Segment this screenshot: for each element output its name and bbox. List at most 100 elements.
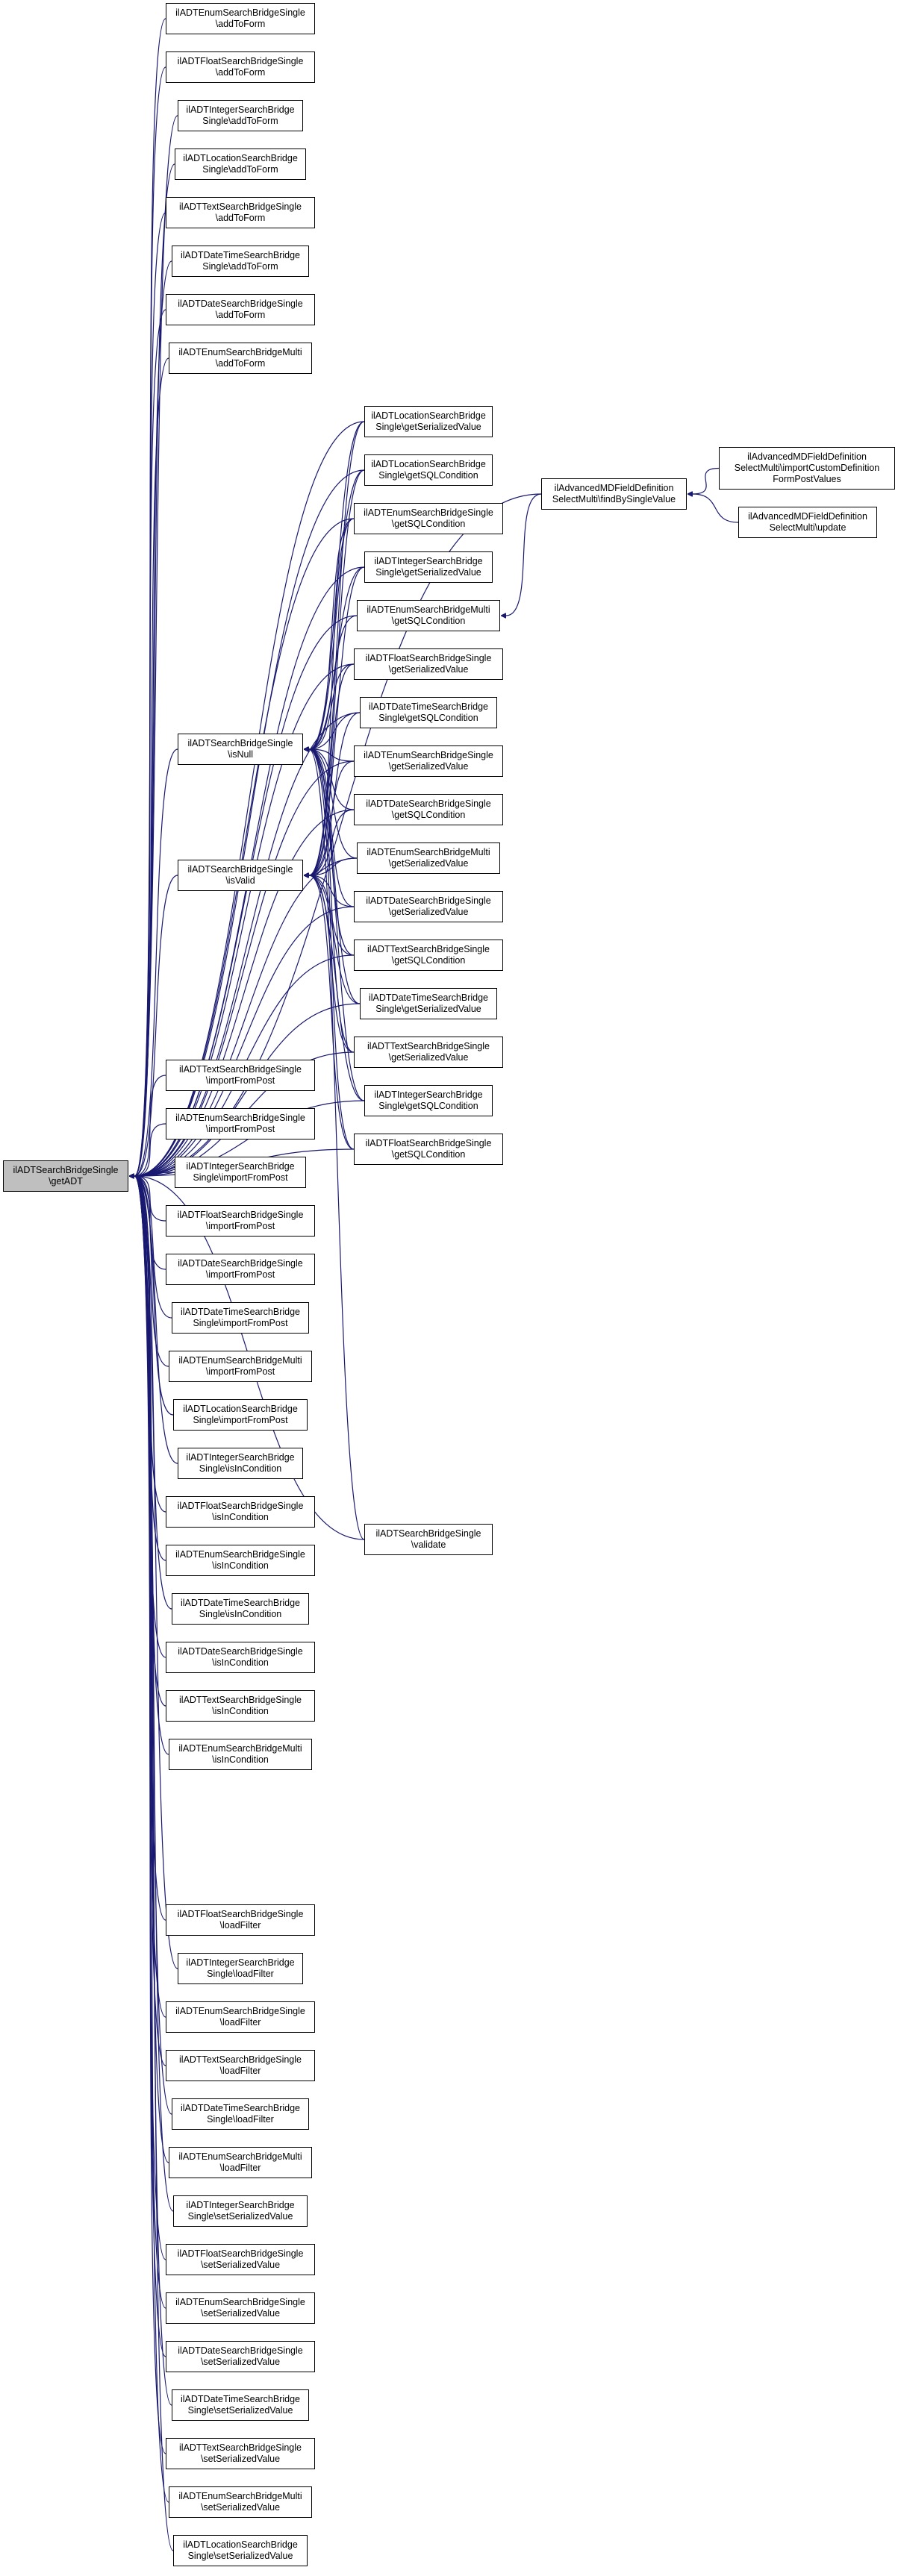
node-setser-location[interactable]: ilADTLocationSearchBridge Single\setSeri… <box>173 2535 308 2566</box>
node-line: \getADT <box>49 1176 83 1187</box>
edge-getsql_enum_multi-findbysinglevalue <box>506 493 542 616</box>
node-isin-date[interactable]: ilADTDateSearchBridgeSingle \isInConditi… <box>166 1642 315 1673</box>
node-getser-enum-multi[interactable]: ilADTEnumSearchBridgeMulti \getSerialize… <box>357 842 500 874</box>
node-getadt[interactable]: ilADTSearchBridgeSingle \getADT <box>3 1160 128 1192</box>
node-findbysinglevalue[interactable]: ilAdvancedMDFieldDefinition SelectMulti\… <box>541 478 687 510</box>
node-addtoform-enum-multi[interactable]: ilADTEnumSearchBridgeMulti \addToForm <box>169 343 312 374</box>
node-import-integer[interactable]: ilADTIntegerSearchBridge Single\importFr… <box>175 1157 306 1188</box>
node-line: ilADTIntegerSearchBridge <box>186 1452 295 1463</box>
node-getsql-enum-multi[interactable]: ilADTEnumSearchBridgeMulti \getSQLCondit… <box>357 600 500 631</box>
edge-isvalid-getsql_float <box>309 875 355 1150</box>
node-line: ilADTIntegerSearchBridge <box>186 1957 295 1968</box>
node-line: Single\setSerializedValue <box>187 2551 293 2561</box>
edge-findbysinglevalue-importcustom <box>693 467 720 495</box>
node-addtoform-location[interactable]: ilADTLocationSearchBridge Single\addToFo… <box>175 149 306 180</box>
node-line: ilADTFloatSearchBridgeSingle <box>177 1909 304 1919</box>
node-line: ilADTDateTimeSearchBridge <box>180 1598 300 1608</box>
node-line: Single\addToForm <box>202 261 278 272</box>
node-line: \addToForm <box>215 310 266 320</box>
node-addtoform-integer[interactable]: ilADTIntegerSearchBridge Single\addToFor… <box>178 100 303 131</box>
node-import-enum-multi[interactable]: ilADTEnumSearchBridgeMulti \importFromPo… <box>169 1351 312 1382</box>
node-importcustom[interactable]: ilAdvancedMDFieldDefinition SelectMulti\… <box>719 447 895 490</box>
node-setser-float[interactable]: ilADTFloatSearchBridgeSingle \setSeriali… <box>166 2244 315 2275</box>
node-line: ilADTTextSearchBridgeSingle <box>367 1041 490 1051</box>
node-load-text[interactable]: ilADTTextSearchBridgeSingle \loadFilter <box>166 2050 315 2081</box>
node-getser-integer[interactable]: ilADTIntegerSearchBridge Single\getSeria… <box>364 551 493 583</box>
node-addtoform-datetime[interactable]: ilADTDateTimeSearchBridge Single\addToFo… <box>172 246 309 277</box>
node-line: \addToForm <box>215 213 266 223</box>
node-validate[interactable]: ilADTSearchBridgeSingle \validate <box>364 1524 493 1555</box>
node-addtoform-text[interactable]: ilADTTextSearchBridgeSingle \addToForm <box>166 197 315 228</box>
node-import-float[interactable]: ilADTFloatSearchBridgeSingle \importFrom… <box>166 1205 315 1237</box>
node-setser-text[interactable]: ilADTTextSearchBridgeSingle \setSerializ… <box>166 2438 315 2469</box>
edge-isnull-getser_date <box>309 749 355 907</box>
node-line: ilADTDateSearchBridgeSingle <box>178 1258 303 1269</box>
node-line: Single\getSQLCondition <box>378 713 478 723</box>
node-setser-integer[interactable]: ilADTIntegerSearchBridge Single\setSeria… <box>173 2195 308 2227</box>
node-line: ilADTDateTimeSearchBridge <box>180 1307 300 1317</box>
node-setser-date[interactable]: ilADTDateSearchBridgeSingle \setSerializ… <box>166 2341 315 2372</box>
node-addtoform-enum-single[interactable]: ilADTEnumSearchBridgeSingle \addToForm <box>166 3 315 34</box>
edge-isnull-getsql_text <box>309 749 355 956</box>
node-getser-datetime[interactable]: ilADTDateTimeSearchBridge Single\getSeri… <box>360 988 497 1019</box>
node-line: \addToForm <box>215 67 266 78</box>
node-line: ilADTLocationSearchBridge <box>371 459 486 469</box>
edge-getadt-import_integer <box>134 1172 175 1176</box>
node-line: \getSerializedValue <box>388 761 469 772</box>
node-line: ilADTLocationSearchBridge <box>183 153 298 163</box>
node-line: Single\getSerializedValue <box>375 422 481 432</box>
node-import-date[interactable]: ilADTDateSearchBridgeSingle \importFromP… <box>166 1254 315 1285</box>
node-getsql-date[interactable]: ilADTDateSearchBridgeSingle \getSQLCondi… <box>354 794 503 825</box>
node-getser-text[interactable]: ilADTTextSearchBridgeSingle \getSerializ… <box>354 1037 503 1068</box>
node-line: \loadFilter <box>219 2066 261 2076</box>
node-line: \validate <box>411 1539 446 1550</box>
node-load-float[interactable]: ilADTFloatSearchBridgeSingle \loadFilter <box>166 1904 315 1936</box>
node-getser-date[interactable]: ilADTDateSearchBridgeSingle \getSerializ… <box>354 891 503 922</box>
node-import-enum-single[interactable]: ilADTEnumSearchBridgeSingle \importFromP… <box>166 1108 315 1139</box>
edge-isnull-getser_datetime <box>309 749 361 1004</box>
node-load-datetime[interactable]: ilADTDateTimeSearchBridge Single\loadFil… <box>172 2098 309 2130</box>
node-line: ilADTDateSearchBridgeSingle <box>178 298 303 309</box>
node-getser-location[interactable]: ilADTLocationSearchBridge Single\getSeri… <box>364 406 493 437</box>
node-line: \loadFilter <box>219 2017 261 2028</box>
node-line: ilADTFloatSearchBridgeSingle <box>365 1138 492 1148</box>
node-addtoform-float[interactable]: ilADTFloatSearchBridgeSingle \addToForm <box>166 51 315 83</box>
node-getser-float[interactable]: ilADTFloatSearchBridgeSingle \getSeriali… <box>354 648 503 680</box>
node-getsql-integer[interactable]: ilADTIntegerSearchBridge Single\getSQLCo… <box>364 1085 493 1116</box>
node-line: \importFromPost <box>205 1221 275 1231</box>
node-isin-datetime[interactable]: ilADTDateTimeSearchBridge Single\isInCon… <box>172 1593 309 1625</box>
node-update[interactable]: ilAdvancedMDFieldDefinition SelectMulti\… <box>738 507 877 538</box>
edge-isvalid-getser_datetime <box>309 875 361 1004</box>
node-isin-enum-single[interactable]: ilADTEnumSearchBridgeSingle \isInConditi… <box>166 1545 315 1576</box>
node-setser-enum-single[interactable]: ilADTEnumSearchBridgeSingle \setSerializ… <box>166 2292 315 2324</box>
node-load-integer[interactable]: ilADTIntegerSearchBridge Single\loadFilt… <box>178 1953 303 1984</box>
node-load-enum-single[interactable]: ilADTEnumSearchBridgeSingle \loadFilter <box>166 2001 315 2033</box>
node-getser-enum-single[interactable]: ilADTEnumSearchBridgeSingle \getSerializ… <box>354 745 503 777</box>
node-line: ilADTTextSearchBridgeSingle <box>179 2442 302 2453</box>
node-isin-enum-multi[interactable]: ilADTEnumSearchBridgeMulti \isInConditio… <box>169 1739 312 1770</box>
node-line: ilADTFloatSearchBridgeSingle <box>177 1210 304 1220</box>
node-import-datetime[interactable]: ilADTDateTimeSearchBridge Single\importF… <box>172 1302 309 1334</box>
edge-isnull-validate <box>309 749 365 1540</box>
node-line: Single\getSerializedValue <box>375 567 481 578</box>
node-addtoform-date[interactable]: ilADTDateSearchBridgeSingle \addToForm <box>166 294 315 325</box>
node-getsql-float[interactable]: ilADTFloatSearchBridgeSingle \getSQLCond… <box>354 1134 503 1165</box>
node-getsql-datetime[interactable]: ilADTDateTimeSearchBridge Single\getSQLC… <box>360 697 497 728</box>
node-getsql-location[interactable]: ilADTLocationSearchBridge Single\getSQLC… <box>364 454 493 486</box>
node-load-enum-multi[interactable]: ilADTEnumSearchBridgeMulti \loadFilter <box>169 2147 312 2178</box>
node-import-text[interactable]: ilADTTextSearchBridgeSingle \importFromP… <box>166 1060 315 1091</box>
node-import-location[interactable]: ilADTLocationSearchBridge Single\importF… <box>173 1399 308 1431</box>
edge-isnull-getsql_float <box>309 749 355 1150</box>
node-isvalid[interactable]: ilADTSearchBridgeSingle \isValid <box>178 860 303 891</box>
node-setser-datetime[interactable]: ilADTDateTimeSearchBridge Single\setSeri… <box>172 2389 309 2421</box>
node-isnull[interactable]: ilADTSearchBridgeSingle \isNull <box>178 734 303 765</box>
node-line: \setSerializedValue <box>200 2260 281 2270</box>
node-line: ilADTLocationSearchBridge <box>183 2539 298 2550</box>
node-isin-integer[interactable]: ilADTIntegerSearchBridge Single\isInCond… <box>178 1448 303 1479</box>
node-setser-enum-multi[interactable]: ilADTEnumSearchBridgeMulti \setSerialize… <box>169 2486 312 2518</box>
edge-findbysinglevalue-update <box>693 494 739 523</box>
node-isin-float[interactable]: ilADTFloatSearchBridgeSingle \isInCondit… <box>166 1496 315 1528</box>
node-getsql-enum-single[interactable]: ilADTEnumSearchBridgeSingle \getSQLCondi… <box>354 503 503 534</box>
node-isin-text[interactable]: ilADTTextSearchBridgeSingle \isInConditi… <box>166 1690 315 1722</box>
node-getsql-text[interactable]: ilADTTextSearchBridgeSingle \getSQLCondi… <box>354 940 503 971</box>
